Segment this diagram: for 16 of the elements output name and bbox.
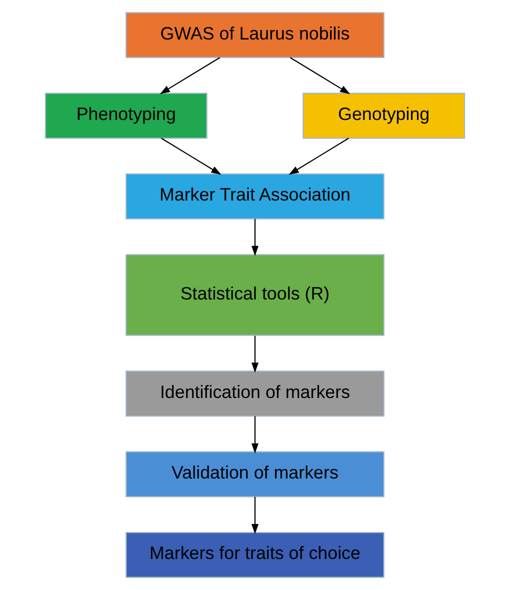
node-box: GWAS of Laurus nobilis xyxy=(125,12,384,58)
node-box: Markers for traits of choice xyxy=(125,532,384,578)
node-box: Genotyping xyxy=(302,92,465,139)
node-box: Statistical tools (R) xyxy=(125,254,384,336)
arrow xyxy=(160,138,221,175)
arrow xyxy=(250,496,258,534)
arrow xyxy=(250,336,258,373)
arrow xyxy=(159,57,220,94)
arrow xyxy=(250,218,258,256)
node-box: Validation of markers xyxy=(125,451,384,498)
node-box: Marker Trait Association xyxy=(125,173,384,220)
arrow xyxy=(289,57,350,94)
node-box: Identification of markers xyxy=(125,370,384,417)
arrow xyxy=(288,138,348,175)
arrow xyxy=(250,416,258,454)
node-box: Phenotyping xyxy=(44,92,207,139)
